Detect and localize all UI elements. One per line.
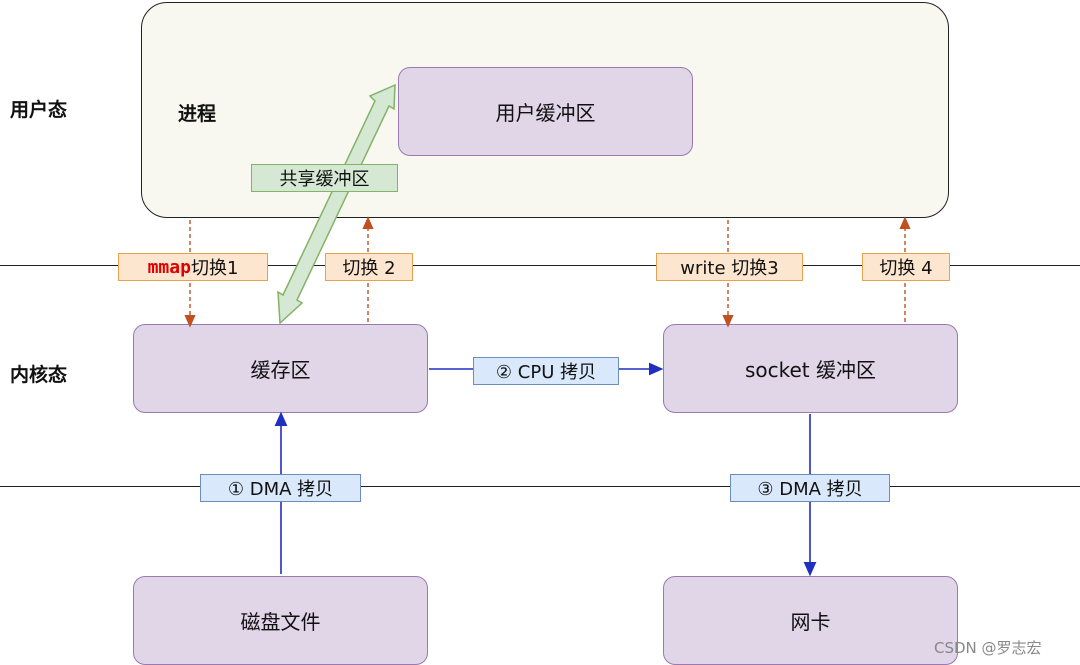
switch2-label: 切换 2 [342,258,396,279]
dma3-tag: ③ DMA 拷贝 [730,474,890,502]
mmap-keyword: mmap [147,256,191,278]
nic-label: 网卡 [790,610,831,634]
shared-buffer-arrow [277,83,396,325]
user-buffer-box: 用户缓冲区 [398,67,693,156]
switch3-label: write 切换3 [680,258,779,279]
shared-buffer-label: 共享缓冲区 [279,169,370,190]
kernel-mode-label: 内核态 [10,364,68,386]
switch4-tag: 切换 4 [862,253,950,281]
kernel-hardware-boundary-line [0,486,1080,487]
dma1-tag: ① DMA 拷贝 [200,474,361,502]
process-label: 进程 [178,103,217,125]
disk-file-label: 磁盘文件 [240,610,321,634]
user-kernel-boundary-line [0,265,1080,266]
dma1-label: ① DMA 拷贝 [227,479,334,500]
switch4-label: 切换 4 [879,258,933,279]
shared-buffer-tag: 共享缓冲区 [251,164,398,192]
user-buffer-label: 用户缓冲区 [495,101,596,125]
nic-box: 网卡 [663,576,958,665]
cache-box: 缓存区 [133,324,428,413]
cpu2-label: ② CPU 拷贝 [495,362,597,383]
switch1-tag: mmap 切换1 [118,253,268,281]
switch1-label: 切换1 [190,258,239,279]
user-mode-label: 用户态 [10,99,68,121]
socket-buffer-label: socket 缓冲区 [744,358,877,382]
cpu2-tag: ② CPU 拷贝 [473,357,619,385]
switch3-tag: write 切换3 [656,253,803,281]
disk-file-box: 磁盘文件 [133,576,428,665]
cache-label: 缓存区 [250,358,311,382]
watermark: CSDN @罗志宏 [934,639,1042,657]
socket-buffer-box: socket 缓冲区 [663,324,958,413]
dma3-label: ③ DMA 拷贝 [757,479,863,500]
switch2-tag: 切换 2 [325,253,413,281]
